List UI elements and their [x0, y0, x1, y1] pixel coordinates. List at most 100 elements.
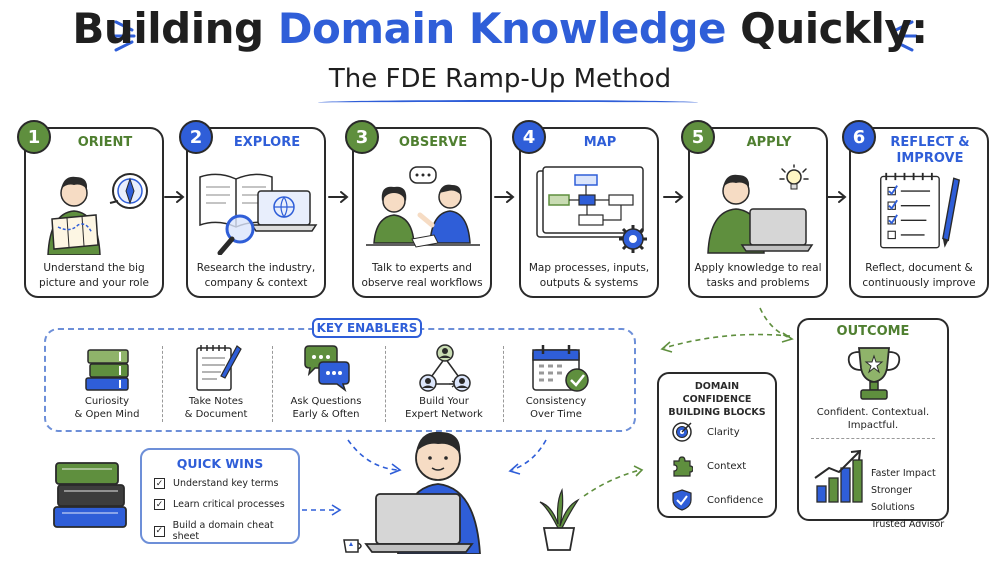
checkbox-checked-icon: ✓	[154, 478, 165, 489]
speech-bubbles-icon	[304, 345, 350, 393]
step-description-line: outputs & systems	[539, 277, 639, 289]
enabler-notes: Take Notes & Document	[161, 340, 271, 426]
enabler-label: Curiosity & Open Mind	[52, 395, 162, 421]
quick-win-item: ✓ Understand key terms	[154, 478, 278, 489]
enabler-divider	[272, 346, 273, 422]
arrow-right-icon	[328, 191, 349, 203]
step-apply-card: 5 APPLY Apply knowledge to real tasks an…	[681, 120, 828, 298]
outcome-panel: OUTCOME Confident. Contextual. Impactful…	[797, 318, 949, 530]
enabler-label: Ask Questions Early & Often	[271, 395, 381, 421]
outcome-tagline: Confident. Contextual. Impactful.	[799, 406, 947, 432]
step-description-line: Understand the big	[43, 262, 145, 274]
enabler-label-line: Over Time	[530, 409, 582, 420]
book-laptop-magnifier-icon	[199, 173, 318, 255]
title-sparkle-right-icon	[892, 20, 918, 52]
title-highlight: Domain Knowledge	[277, 4, 727, 53]
outcome-results: Faster Impact Stronger Solutions Trusted…	[871, 465, 947, 533]
quick-wins-panel: QUICK WINS ✓ Understand key terms ✓ Lear…	[140, 448, 300, 544]
book-stack-icon	[53, 462, 127, 528]
step-map-card: 4 MAP Map processes, inputs, outputs & s…	[512, 120, 659, 298]
step-title: OBSERVE	[398, 135, 468, 150]
step-number-badge: 4	[512, 120, 546, 154]
step-description-line: tasks and problems	[706, 277, 810, 289]
step-number-badge: 6	[842, 120, 876, 154]
outcome-result-item: Trusted Advisor	[871, 519, 945, 530]
building-block-confidence: Confidence	[671, 489, 763, 511]
growth-chart-icon	[814, 449, 863, 503]
enabler-label-line: Expert Network	[405, 409, 483, 420]
step-description-line: Apply knowledge to real	[694, 262, 822, 274]
step-title: ORIENT	[77, 135, 133, 150]
page-subtitle: The FDE Ramp-Up Method	[328, 64, 672, 94]
calendar-check-icon	[532, 345, 589, 392]
enabler-label-line: & Document	[184, 409, 248, 420]
notepad-icon	[196, 345, 242, 391]
step-title: MAP	[583, 135, 617, 150]
checklist-pen-icon	[880, 172, 961, 249]
quick-win-item: ✓ Learn critical processes	[154, 499, 285, 510]
building-block-label: Clarity	[707, 426, 740, 438]
building-block-clarity: Clarity	[671, 421, 740, 443]
target-icon	[672, 422, 692, 442]
checkbox-checked-icon: ✓	[154, 525, 165, 537]
step-description-line: observe real workflows	[361, 277, 483, 289]
step-title: APPLY	[746, 135, 792, 150]
quick-win-label: Build a domain cheat sheet	[172, 520, 274, 542]
page-title: Building Domain Knowledge Quickly:	[0, 4, 1000, 53]
domain-confidence-title-line: BUILDING BLOCKS	[668, 407, 766, 418]
step-description-line: picture and your role	[39, 277, 149, 289]
quick-win-label: Understand key terms	[173, 478, 279, 489]
person-with-map-compass-icon	[47, 173, 148, 255]
building-block-context: Context	[671, 455, 746, 477]
process-map-gear-icon	[536, 166, 647, 253]
enabler-curiosity: Curiosity & Open Mind	[52, 340, 162, 426]
outcome-tagline-line: Impactful.	[847, 420, 899, 431]
subtitle-underline	[318, 100, 698, 105]
person-laptop-lightbulb-icon	[707, 164, 814, 254]
step-title: REFLECT & IMPROVE	[877, 135, 983, 167]
step-description-line: company & context	[204, 277, 308, 289]
step-title-line: IMPROVE	[896, 151, 964, 166]
outcome-result-item: Stronger Solutions	[871, 485, 915, 513]
arrow-right-icon	[494, 191, 515, 203]
step-number-badge: 5	[681, 120, 715, 154]
enabler-consistency: Consistency Over Time	[501, 340, 611, 426]
outcome-result-item: Faster Impact	[871, 468, 936, 479]
key-enablers-label: KEY ENABLERS	[312, 318, 422, 338]
two-people-talking-icon	[366, 166, 480, 248]
step-description: Research the industry, company & context	[192, 261, 320, 291]
step-description: Talk to experts and observe real workflo…	[358, 261, 486, 291]
quick-win-label: Learn critical processes	[173, 499, 285, 510]
step-description-line: Map processes, inputs,	[528, 262, 650, 274]
step-title: EXPLORE	[233, 135, 301, 150]
title-sparkle-left-icon	[110, 20, 136, 52]
building-block-label: Context	[707, 460, 747, 472]
books-icon	[85, 349, 129, 391]
outcome-title: OUTCOME	[836, 324, 910, 339]
step-description-line: Talk to experts and	[372, 262, 472, 274]
title-suffix: Quickly:	[740, 4, 928, 53]
step-number-badge: 2	[179, 120, 213, 154]
enabler-label: Consistency Over Time	[501, 395, 611, 421]
enabler-divider	[385, 346, 386, 422]
title-prefix: Building	[72, 4, 264, 53]
enabler-label-line: Consistency	[525, 396, 587, 407]
network-icon	[419, 344, 471, 392]
step-description-line: continuously improve	[862, 277, 976, 289]
enabler-questions: Ask Questions Early & Often	[271, 340, 381, 426]
enabler-label-line: Build Your	[419, 396, 469, 407]
step-title-line: REFLECT &	[890, 135, 970, 150]
step-observe-card: 3 OBSERVE Talk to experts and observe re…	[345, 120, 492, 298]
puzzle-piece-icon	[673, 456, 693, 477]
step-description: Understand the big picture and your role	[30, 261, 158, 291]
step-orient-card: 1 ORIENT Understand the big picture and …	[17, 120, 164, 298]
enabler-divider	[162, 346, 163, 422]
arrow-right-icon	[826, 191, 847, 203]
step-explore-card: 2 EXPLORE Research the industry, company…	[179, 120, 326, 298]
enabler-label: Build Your Expert Network	[389, 395, 499, 421]
shield-check-icon	[672, 489, 692, 511]
arrow-right-icon	[663, 191, 684, 203]
enabler-divider	[503, 346, 504, 422]
trophy-icon	[847, 347, 901, 400]
